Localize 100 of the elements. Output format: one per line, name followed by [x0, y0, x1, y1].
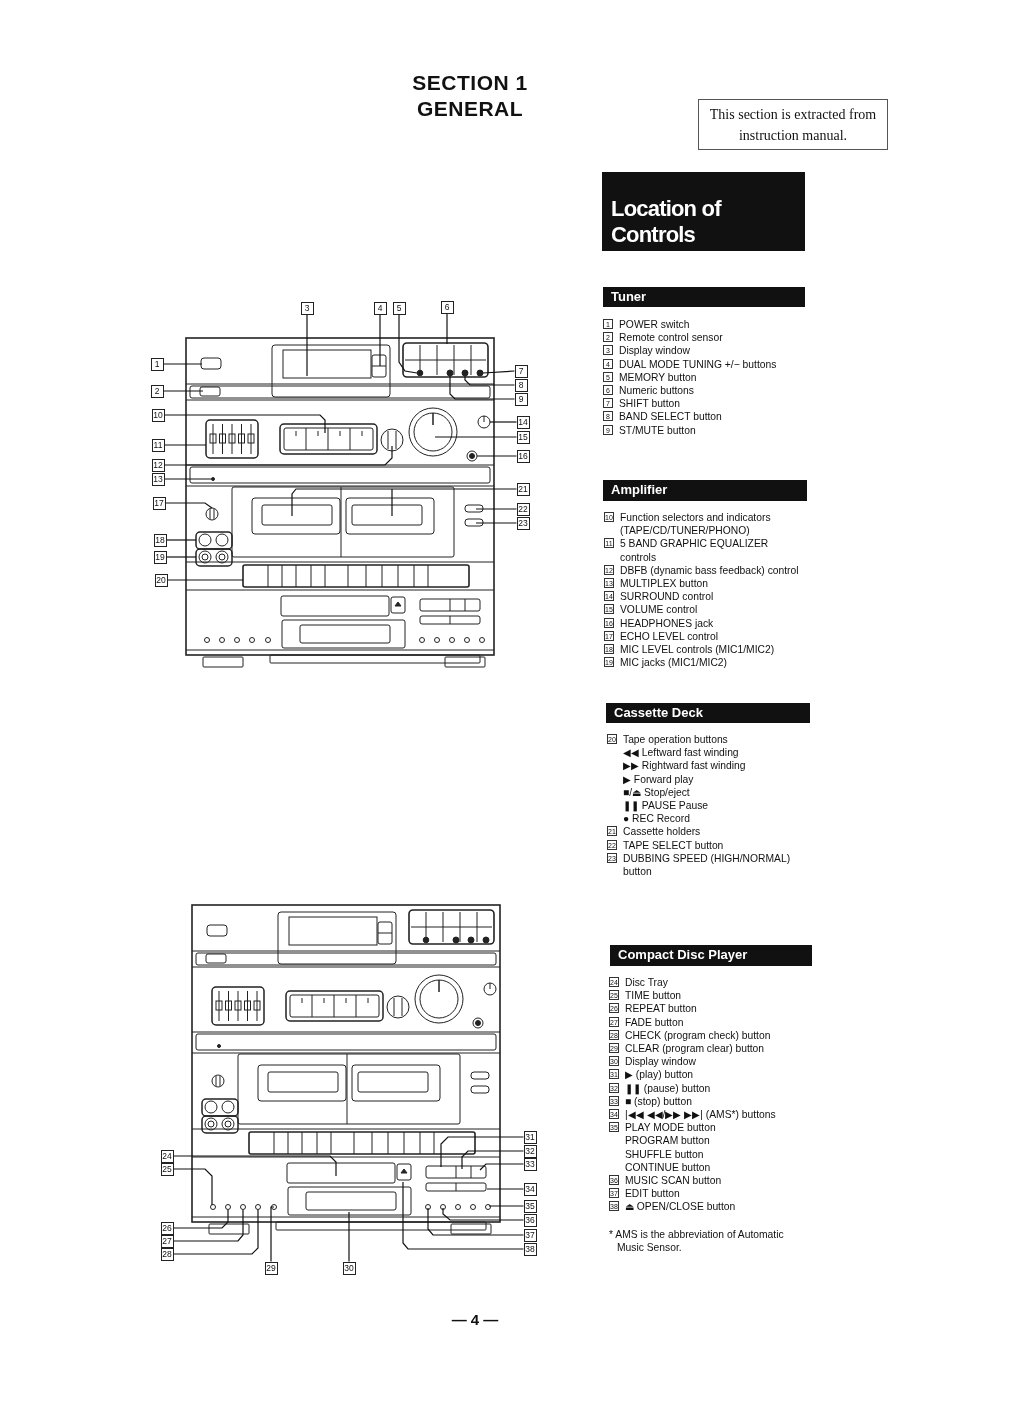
callout-number: 29: [264, 1261, 278, 1275]
section-header: Amplifier: [603, 480, 807, 501]
leader-line: [162, 390, 204, 392]
callout-number: 18: [153, 533, 167, 547]
control-description: ❚❚ PAUSE Pause: [623, 799, 710, 813]
leader-line: [172, 1155, 337, 1177]
leader-line: [172, 1209, 259, 1255]
callout-number: 17: [152, 496, 166, 510]
leader-line: [440, 1136, 525, 1168]
control-description: ■ (stop) button: [625, 1095, 692, 1109]
control-description: TIME button: [625, 989, 682, 1003]
control-description: EDIT button: [625, 1187, 680, 1201]
callout-number: 16: [516, 449, 530, 463]
control-description: ▶ Forward play: [623, 772, 695, 786]
leader-line: [479, 1163, 525, 1171]
control-description: VOLUME control: [620, 603, 698, 617]
callout-number: 20: [154, 573, 168, 587]
control-description: ⏏ OPEN/CLOSE button: [625, 1200, 736, 1214]
callout-number: 35: [523, 1199, 537, 1213]
control-description: ◀◀ Leftward fast winding: [623, 746, 740, 760]
control-description: ● REC Record: [623, 812, 691, 826]
leader-line: [165, 556, 197, 558]
callout-number: 11: [151, 438, 165, 452]
callout-number: 21: [516, 482, 530, 496]
section-header: Tuner: [603, 287, 805, 307]
control-description: ❚❚ (pause) button: [625, 1081, 711, 1095]
leader-line: [475, 522, 518, 524]
callout-number: 22: [516, 502, 530, 516]
control-description: MULTIPLEX button: [620, 577, 708, 591]
callout-number: 34: [523, 1182, 537, 1196]
control-description: DUAL MODE TUNING +/− buttons: [619, 357, 777, 371]
leader-line: [165, 539, 197, 541]
control-description: Cassette holders: [623, 825, 701, 839]
control-description: MUSIC SCAN button: [625, 1174, 722, 1188]
control-description: SHUFFLE button: [625, 1147, 705, 1161]
leader-line: [434, 436, 518, 438]
callout-number: 31: [523, 1130, 537, 1144]
leader-line: [172, 1209, 229, 1229]
leader-line: [166, 579, 244, 581]
control-description: SURROUND control: [620, 590, 714, 604]
footnote: * AMS is the abbreviation of Automatic Music Sensor.: [609, 1227, 785, 1255]
callout-number: 30: [342, 1261, 356, 1275]
control-description: Numeric buttons: [619, 384, 694, 398]
callout-number: 6: [440, 300, 454, 314]
control-description: CONTINUE button: [625, 1160, 712, 1175]
leader-line: [162, 363, 203, 365]
leader-line: [475, 508, 518, 510]
control-description: BAND SELECT button: [619, 410, 722, 424]
leader-line: [427, 1207, 525, 1236]
control-description: DBFB (dynamic bass feedback) control: [620, 563, 799, 577]
leader-line: [163, 414, 326, 434]
leader-line: [163, 478, 212, 480]
callout-number: 24: [160, 1149, 174, 1163]
leader-line: [291, 488, 518, 517]
callout-number: 1: [150, 357, 164, 371]
control-description: ECHO LEVEL control: [620, 629, 719, 644]
note-box: This section is extracted from instruction manual.: [698, 99, 888, 150]
callout-number: 38: [523, 1242, 537, 1256]
leader-line: [379, 313, 381, 367]
control-description: DUBBING SPEED (HIGH/NORMAL) button: [623, 851, 792, 879]
control-description: Tape operation buttons: [623, 733, 728, 747]
control-description: 5 BAND GRAPHIC EQUALIZER controls: [620, 537, 770, 564]
leader-line: [461, 1150, 525, 1170]
callout-number: 10: [151, 408, 165, 422]
control-description: Remote control sensor: [619, 331, 723, 345]
control-description: Disc Tray: [625, 976, 668, 990]
leader-line: [348, 1211, 350, 1263]
callout-number: 12: [151, 458, 165, 472]
section-title: SECTION 1 GENERAL: [411, 70, 529, 122]
control-description: Display window: [619, 344, 690, 358]
leader-line: [163, 444, 207, 446]
control-description: SHIFT button: [619, 397, 681, 411]
leader-line: [489, 421, 518, 423]
section-header: Cassette Deck: [606, 703, 810, 723]
leader-line: [488, 1205, 525, 1207]
leader-line: [164, 502, 213, 509]
callout-number: 14: [516, 415, 530, 429]
control-description: POWER switch: [619, 318, 690, 332]
leader-line: [449, 375, 516, 400]
callout-number: 9: [514, 392, 528, 406]
callout-number: 7: [514, 364, 528, 378]
leader-line: [398, 313, 418, 374]
leader-line: [442, 1207, 525, 1221]
control-description: ST/MUTE button: [619, 423, 696, 437]
leader-line: [172, 1168, 213, 1206]
callout-number: 36: [523, 1213, 537, 1227]
control-description: FADE button: [625, 1015, 684, 1029]
callout-number: 37: [523, 1228, 537, 1242]
leader-line: [486, 1188, 525, 1190]
control-description: MIC LEVEL controls (MIC1/MIC2): [620, 643, 775, 657]
control-description: REPEAT button: [625, 1002, 697, 1016]
control-description: |◀◀ ◀◀/▶▶ ▶▶| (AMS*) buttons: [625, 1108, 776, 1122]
callout-number: 8: [514, 378, 528, 392]
control-description: Display window: [625, 1055, 696, 1069]
leader-line: [482, 370, 516, 374]
leader-line: [446, 312, 448, 345]
section-header: Compact Disc Player: [610, 945, 812, 966]
control-description: MEMORY button: [619, 370, 697, 384]
callout-number: 3: [300, 301, 314, 315]
leader-line: [476, 455, 518, 457]
